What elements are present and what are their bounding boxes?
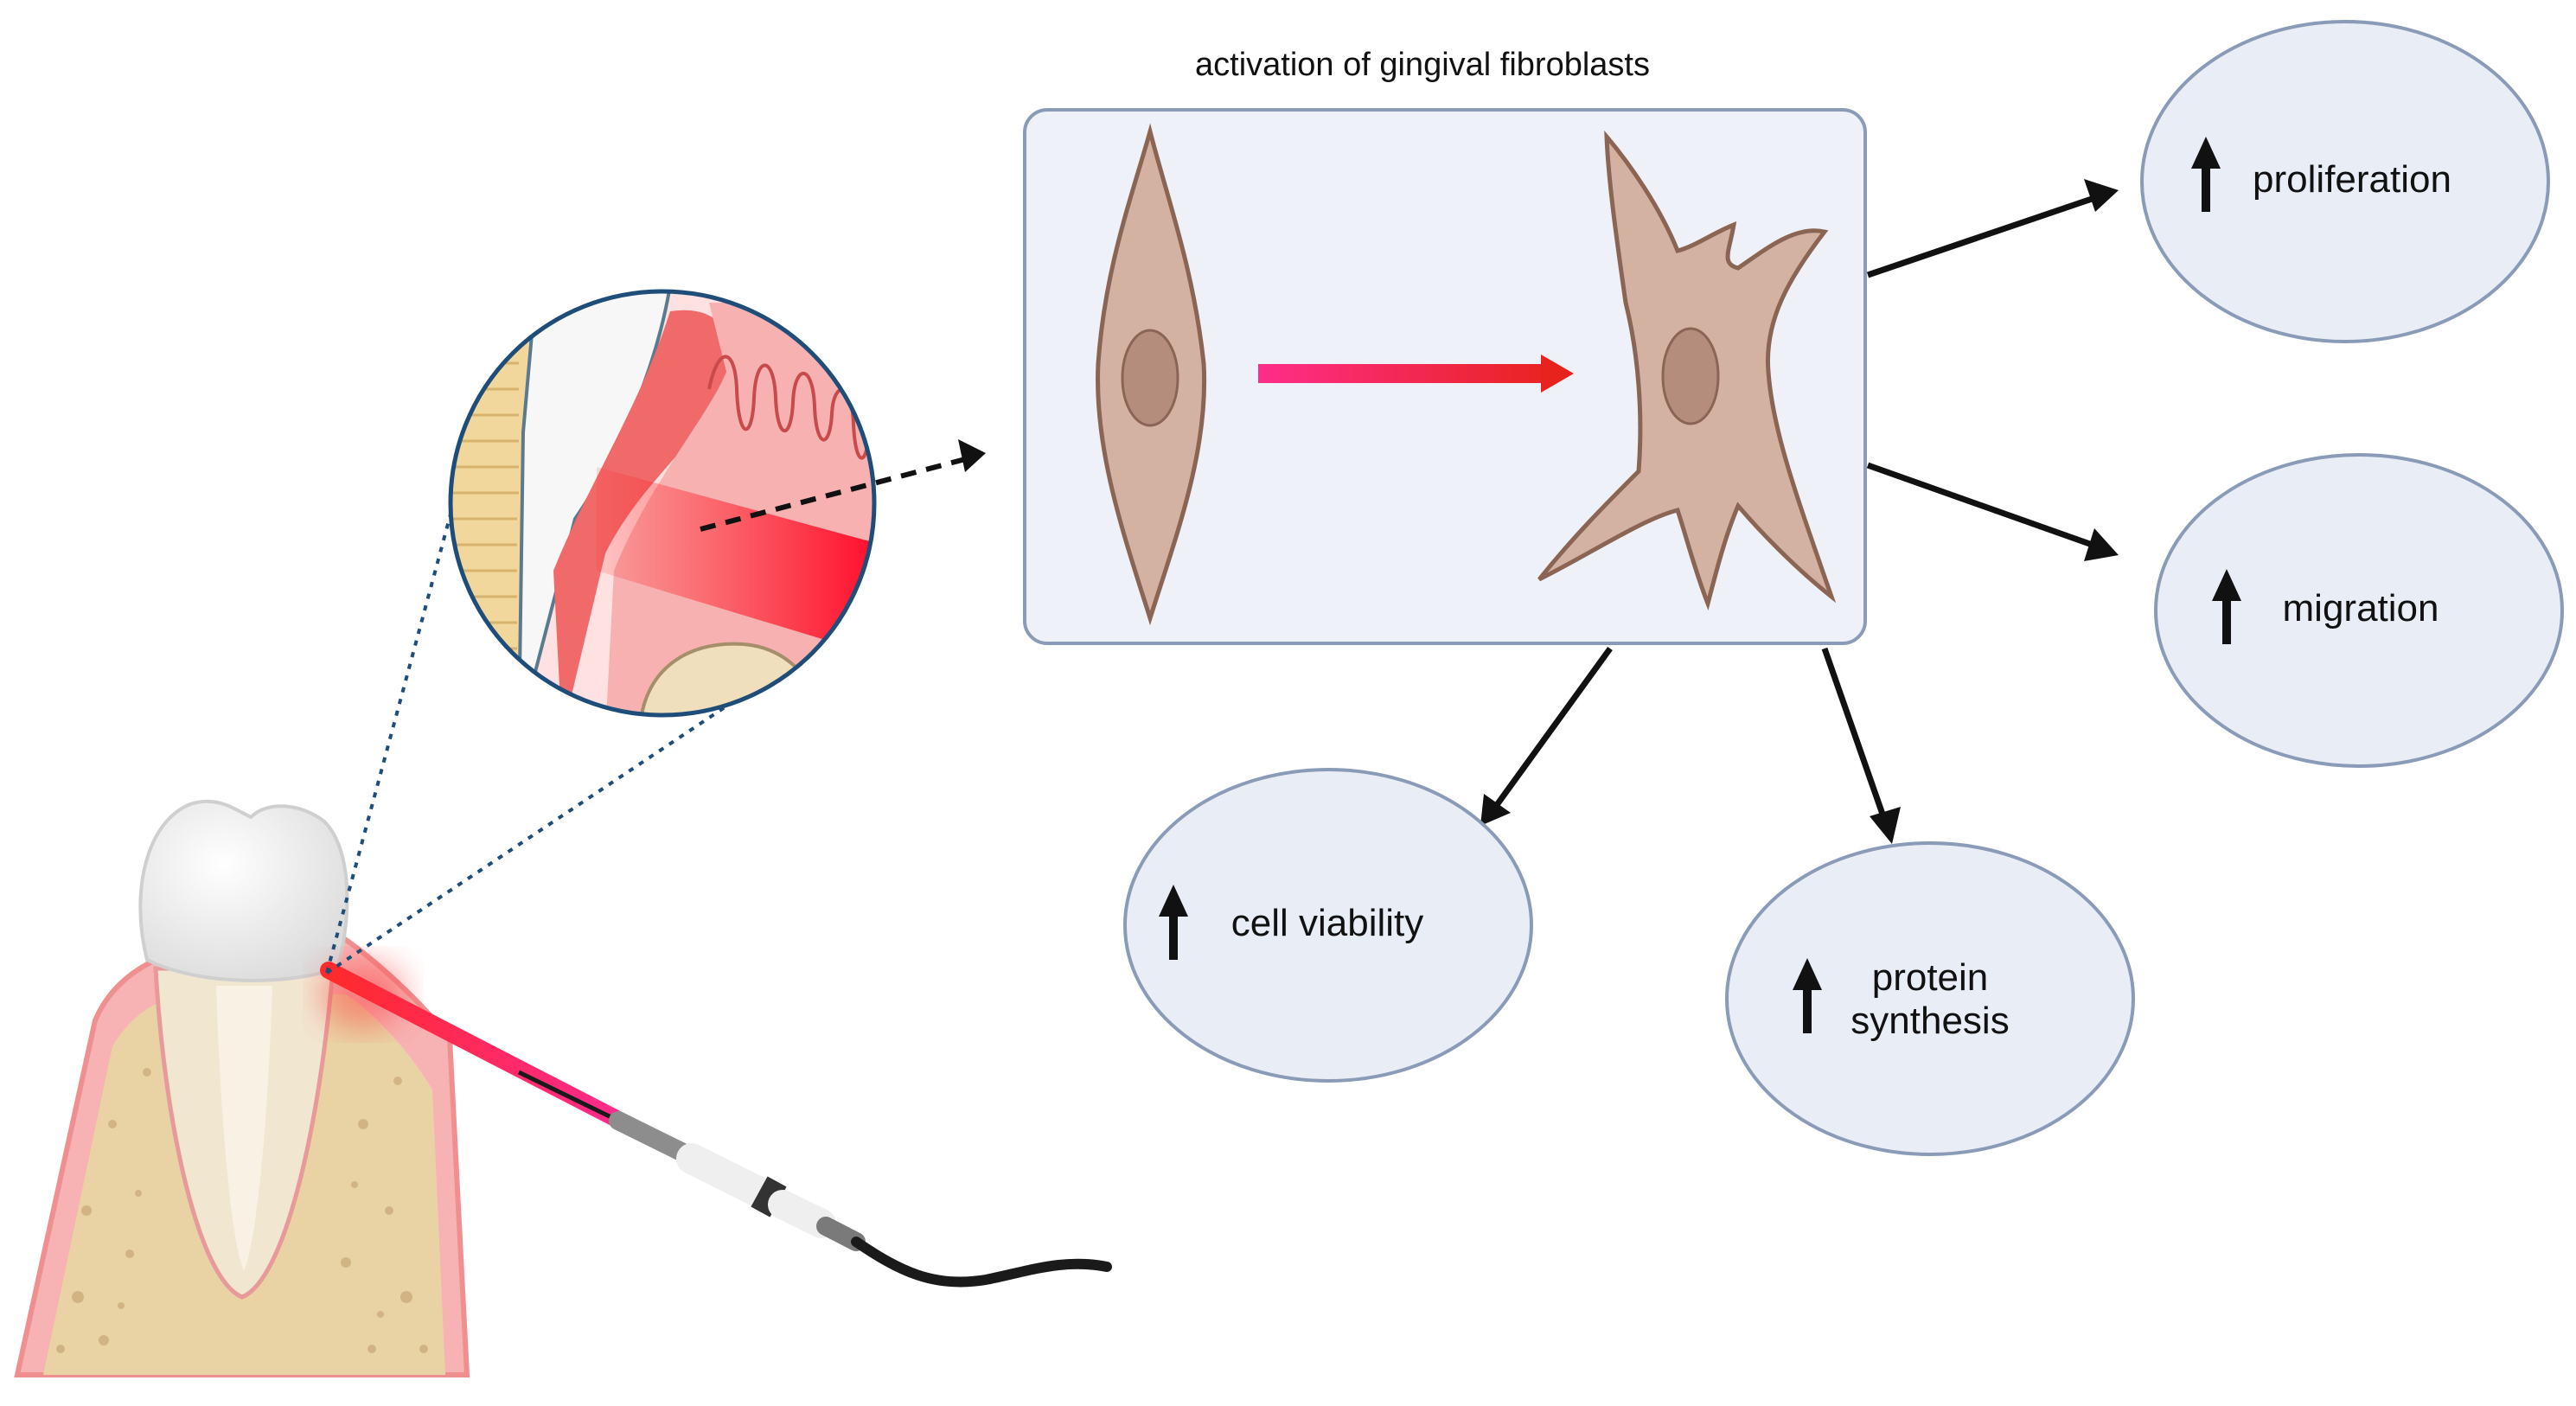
zoom-guide-upper xyxy=(325,501,456,974)
activation-arrow-head xyxy=(1541,355,1574,393)
tooth-crown xyxy=(138,799,349,982)
laser-cable xyxy=(851,1237,1112,1288)
mag-to-cells-arrow xyxy=(700,456,969,532)
mag-gingiva-edge xyxy=(553,310,733,715)
arrow-to-protein-synthesis xyxy=(1821,647,1889,823)
proliferation-ellipse xyxy=(2140,20,2550,343)
increase-arrow-icon xyxy=(2212,569,2241,644)
magnified-view xyxy=(325,289,986,975)
protein-synthesis-ellipse xyxy=(1725,841,2135,1156)
increase-arrow-icon xyxy=(1159,885,1188,960)
outcome-proliferation: proliferation xyxy=(2140,20,2550,343)
fibroblast-box xyxy=(1023,108,1867,645)
increase-arrow-icon xyxy=(1793,958,1822,1033)
outcome-migration: migration xyxy=(2154,453,2564,768)
laser-handpiece-body xyxy=(676,1143,777,1209)
protein-synthesis-label-line2: synthesis xyxy=(1851,1000,2009,1042)
cell-viability-ellipse xyxy=(1123,768,1533,1083)
tooth-illustration xyxy=(14,799,470,1377)
mag-to-cells-arrowhead xyxy=(958,439,986,472)
increase-arrow-icon xyxy=(2191,137,2221,212)
cell-viability-label: cell viability xyxy=(1231,902,1424,944)
migration-ellipse xyxy=(2154,453,2564,768)
outcome-cell-viability: cell viability xyxy=(1123,768,1533,1083)
migration-label: migration xyxy=(2283,587,2439,630)
magnifier-ring xyxy=(448,289,877,718)
root-canal xyxy=(216,986,272,1271)
zoom-guide-lower xyxy=(325,681,763,975)
proliferation-label: proliferation xyxy=(2253,158,2451,201)
laser-handpiece-rear xyxy=(768,1190,836,1238)
activated-nucleus xyxy=(1661,327,1720,425)
protein-synthesis-label-line1: protein xyxy=(1872,956,1989,999)
laser-handpiece-end xyxy=(816,1217,866,1251)
arrow-to-migration xyxy=(1866,462,2099,550)
outcome-arrows xyxy=(1480,179,2119,844)
laser-device xyxy=(320,962,1112,1288)
bone-texture xyxy=(56,1068,428,1353)
mag-laser-beam xyxy=(597,467,874,657)
laser-fiber xyxy=(517,1070,620,1123)
activation-arrow-shaft xyxy=(1258,364,1552,383)
page-title: activation of gingival fibroblasts xyxy=(1195,47,1650,83)
arrow-to-cell-viability xyxy=(1492,646,1613,811)
arrow-to-proliferation xyxy=(1866,194,2099,278)
outcome-protein-synthesis: protein synthesis xyxy=(1725,841,2135,1156)
resting-nucleus xyxy=(1121,329,1179,427)
